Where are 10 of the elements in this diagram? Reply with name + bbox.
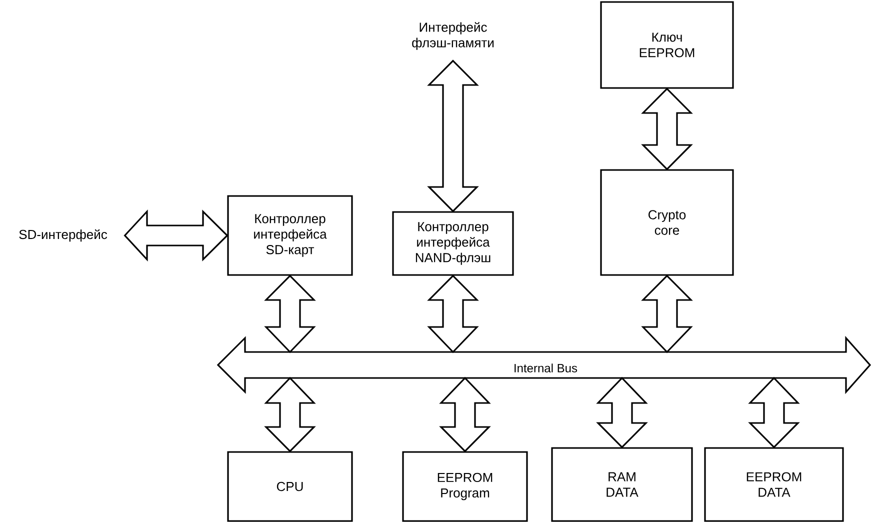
block-box: RAM DATA [551,447,693,522]
block-box: Контроллер интерфейса NAND-флэш [392,211,514,276]
block-box: Контроллер интерфейса SD-карт [227,195,353,276]
block-box: Crypto core [600,169,734,276]
block-box: EEPROM Program [402,451,528,522]
block-box: EEPROM DATA [704,447,844,522]
interface-label: Интерфейс флэш-памяти [412,22,494,50]
block-box: CPU [227,451,353,522]
interface-label: SD-интерфейс [19,229,108,242]
block-box: Ключ EEPROM [600,1,734,89]
